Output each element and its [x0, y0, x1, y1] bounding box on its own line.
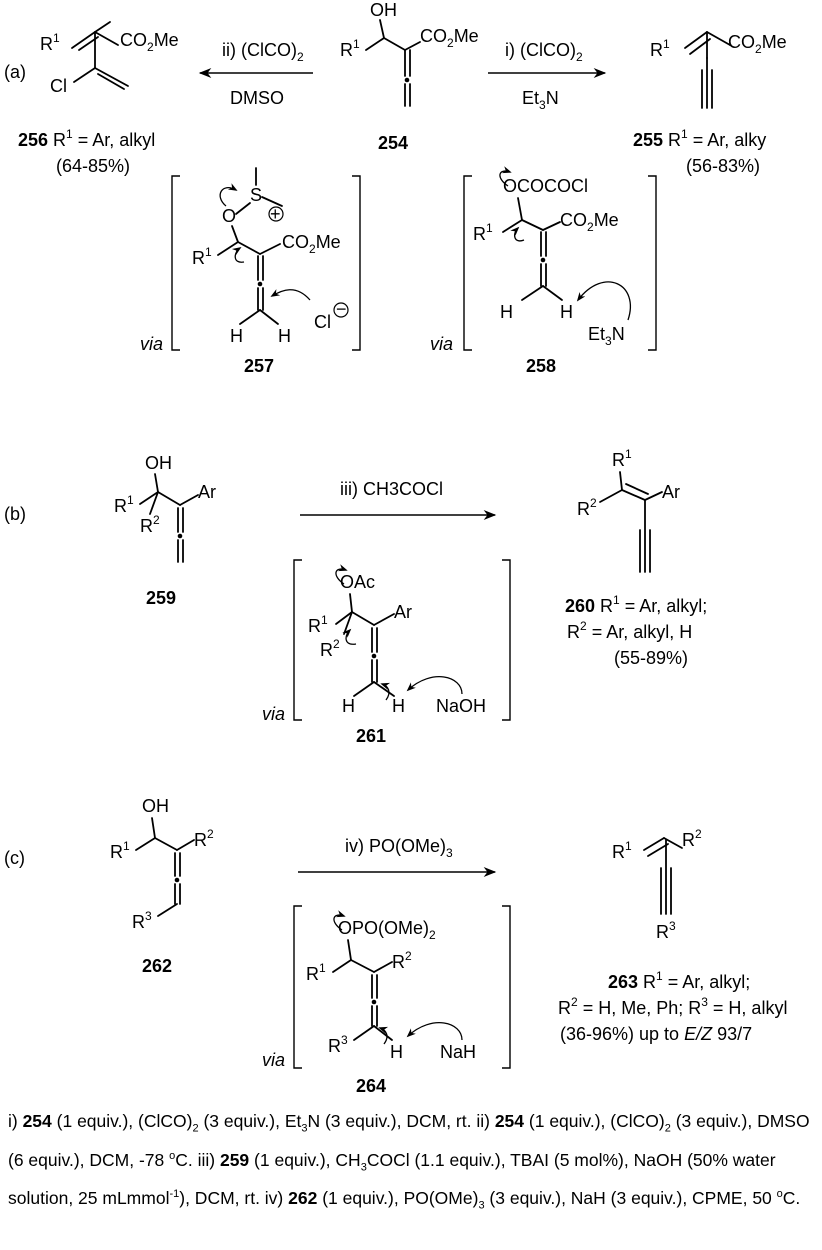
svg-text:H: H [230, 326, 243, 346]
svg-text:H: H [278, 326, 291, 346]
svg-text:OPO(OMe)2: OPO(OMe)2 [338, 918, 436, 942]
svg-text:R2: R2 [392, 949, 412, 972]
svg-text:R1: R1 [340, 37, 360, 60]
svg-text:CO2Me: CO2Me [120, 30, 179, 54]
svg-text:NaOH: NaOH [436, 696, 486, 716]
panel-a-label: (a) [4, 62, 26, 82]
compound-number-264: 264 [356, 1076, 386, 1096]
svg-text:S: S [250, 185, 262, 205]
svg-text:263 R1 = Ar, alkyl;: 263 R1 = Ar, alkyl; [608, 969, 750, 992]
svg-text:R2 = H, Me, Ph; R3 = H, alkyl: R2 = H, Me, Ph; R3 = H, alkyl [558, 995, 787, 1018]
reaction-conditions-footnote: i) 254 (1 equiv.), (ClCO)2 (3 equiv.), E… [8, 1111, 810, 1212]
svg-text:via: via [262, 704, 285, 724]
svg-text:R2: R2 [577, 496, 597, 519]
svg-text:R1: R1 [40, 31, 60, 54]
svg-text:(56-83%): (56-83%) [686, 156, 760, 176]
svg-text:CO2Me: CO2Me [728, 32, 787, 56]
svg-text:iii) CH3COCl: iii) CH3COCl [340, 479, 443, 499]
svg-text:R3: R3 [656, 919, 676, 942]
svg-text:R1: R1 [306, 961, 326, 984]
svg-text:Cl: Cl [50, 76, 67, 96]
intermediate-258: via OCOCOCl R1 CO2Me H H Et3N 258 [430, 166, 657, 376]
svg-text:R2: R2 [682, 827, 702, 850]
svg-text:H: H [392, 696, 405, 716]
compound-260: R1 R2 Ar 260 R1 = Ar, alkyl; R2 = Ar, al… [565, 447, 707, 668]
compound-259: OH R1 R2 Ar 259 [114, 453, 216, 608]
compound-number-254: 254 [378, 133, 408, 153]
svg-text:+: + [270, 204, 281, 224]
svg-text:(36-96%) up to E/Z 93/7: (36-96%) up to E/Z 93/7 [560, 1024, 752, 1044]
svg-text:Ar: Ar [198, 482, 216, 502]
svg-text:CO2Me: CO2Me [560, 210, 619, 234]
svg-text:Cl: Cl [314, 312, 331, 332]
compound-262: OH R1 R2 R3 262 [110, 796, 214, 976]
compound-number-259: 259 [146, 588, 176, 608]
svg-text:OH: OH [145, 453, 172, 473]
compound-256: R1 CO2Me Cl 256 R1 = Ar, alkyl (64-85%) [18, 21, 179, 176]
svg-text:R1: R1 [612, 447, 632, 470]
compound-254: OH R1 CO2Me 254 [340, 0, 479, 153]
svg-text:R2: R2 [320, 637, 340, 660]
svg-text:Ar: Ar [394, 602, 412, 622]
compound-number-255: 255 [633, 130, 663, 150]
compound-263: R1 R2 R3 263 R1 = Ar, alkyl; R2 = H, Me,… [558, 827, 787, 1044]
panel-b-label: (b) [4, 504, 26, 524]
intermediate-264: via OPO(OMe)2 R1 R2 R3 H NaH 264 [262, 905, 511, 1096]
svg-text:OAc: OAc [340, 572, 375, 592]
svg-text:(55-89%): (55-89%) [614, 648, 688, 668]
panel-c-label: (c) [4, 848, 25, 868]
compound-number-261: 261 [356, 726, 386, 746]
svg-text:R1: R1 [192, 245, 212, 268]
svg-text:R1: R1 [110, 839, 130, 862]
svg-text:R2 = Ar, alkyl, H: R2 = Ar, alkyl, H [567, 619, 692, 642]
svg-text:Et3N: Et3N [522, 88, 559, 112]
svg-text:R1: R1 [612, 839, 632, 862]
svg-text:via: via [262, 1050, 285, 1070]
compound-number-256: 256 [18, 130, 48, 150]
intermediate-261: via OAc R1 R2 Ar H H NaOH 261 [262, 559, 511, 746]
compound-number-263: 263 [608, 972, 638, 992]
svg-text:O: O [222, 206, 236, 226]
compound-number-258: 258 [526, 356, 556, 376]
svg-text:NaH: NaH [440, 1042, 476, 1062]
svg-text:DMSO: DMSO [230, 88, 284, 108]
svg-text:i) (ClCO)2: i) (ClCO)2 [505, 40, 583, 64]
svg-text:Et3N: Et3N [588, 324, 625, 348]
svg-text:H: H [560, 302, 573, 322]
svg-text:H: H [342, 696, 355, 716]
svg-text:(64-85%): (64-85%) [56, 156, 130, 176]
svg-text:R2: R2 [140, 513, 160, 536]
svg-text:via: via [140, 334, 163, 354]
svg-text:H: H [390, 1042, 403, 1062]
compound-number-262: 262 [142, 956, 172, 976]
svg-text:−: − [336, 299, 347, 319]
svg-text:R1: R1 [114, 493, 134, 516]
svg-text:255 R1 = Ar, alky: 255 R1 = Ar, alky [633, 127, 766, 150]
svg-text:256 R1 = Ar, alkyl: 256 R1 = Ar, alkyl [18, 127, 155, 150]
svg-text:R1: R1 [308, 613, 328, 636]
compound-number-257: 257 [244, 356, 274, 376]
svg-text:R2: R2 [194, 827, 214, 850]
svg-text:iv) PO(OMe)3: iv) PO(OMe)3 [345, 836, 453, 860]
svg-text:OH: OH [142, 796, 169, 816]
svg-text:via: via [430, 334, 453, 354]
compound-number-260: 260 [565, 596, 595, 616]
svg-text:H: H [500, 302, 513, 322]
svg-text:CO2Me: CO2Me [420, 26, 479, 50]
svg-text:R3: R3 [132, 909, 152, 932]
svg-text:OCOCOCl: OCOCOCl [503, 176, 588, 196]
svg-text:CO2Me: CO2Me [282, 232, 341, 256]
compound-255: R1 CO2Me 255 R1 = Ar, alky (56-83%) [633, 31, 787, 176]
oh-label: OH [370, 0, 397, 20]
r-label: R [340, 40, 353, 60]
svg-text:Ar: Ar [662, 482, 680, 502]
svg-text:R1: R1 [473, 221, 493, 244]
svg-text:260 R1 = Ar, alkyl;: 260 R1 = Ar, alkyl; [565, 593, 707, 616]
svg-text:R3: R3 [328, 1033, 348, 1056]
svg-text:ii) (ClCO)2: ii) (ClCO)2 [222, 40, 304, 64]
intermediate-257: via O S + R1 CO2Me H H Cl − 257 [140, 167, 361, 376]
svg-text:R1: R1 [650, 37, 670, 60]
